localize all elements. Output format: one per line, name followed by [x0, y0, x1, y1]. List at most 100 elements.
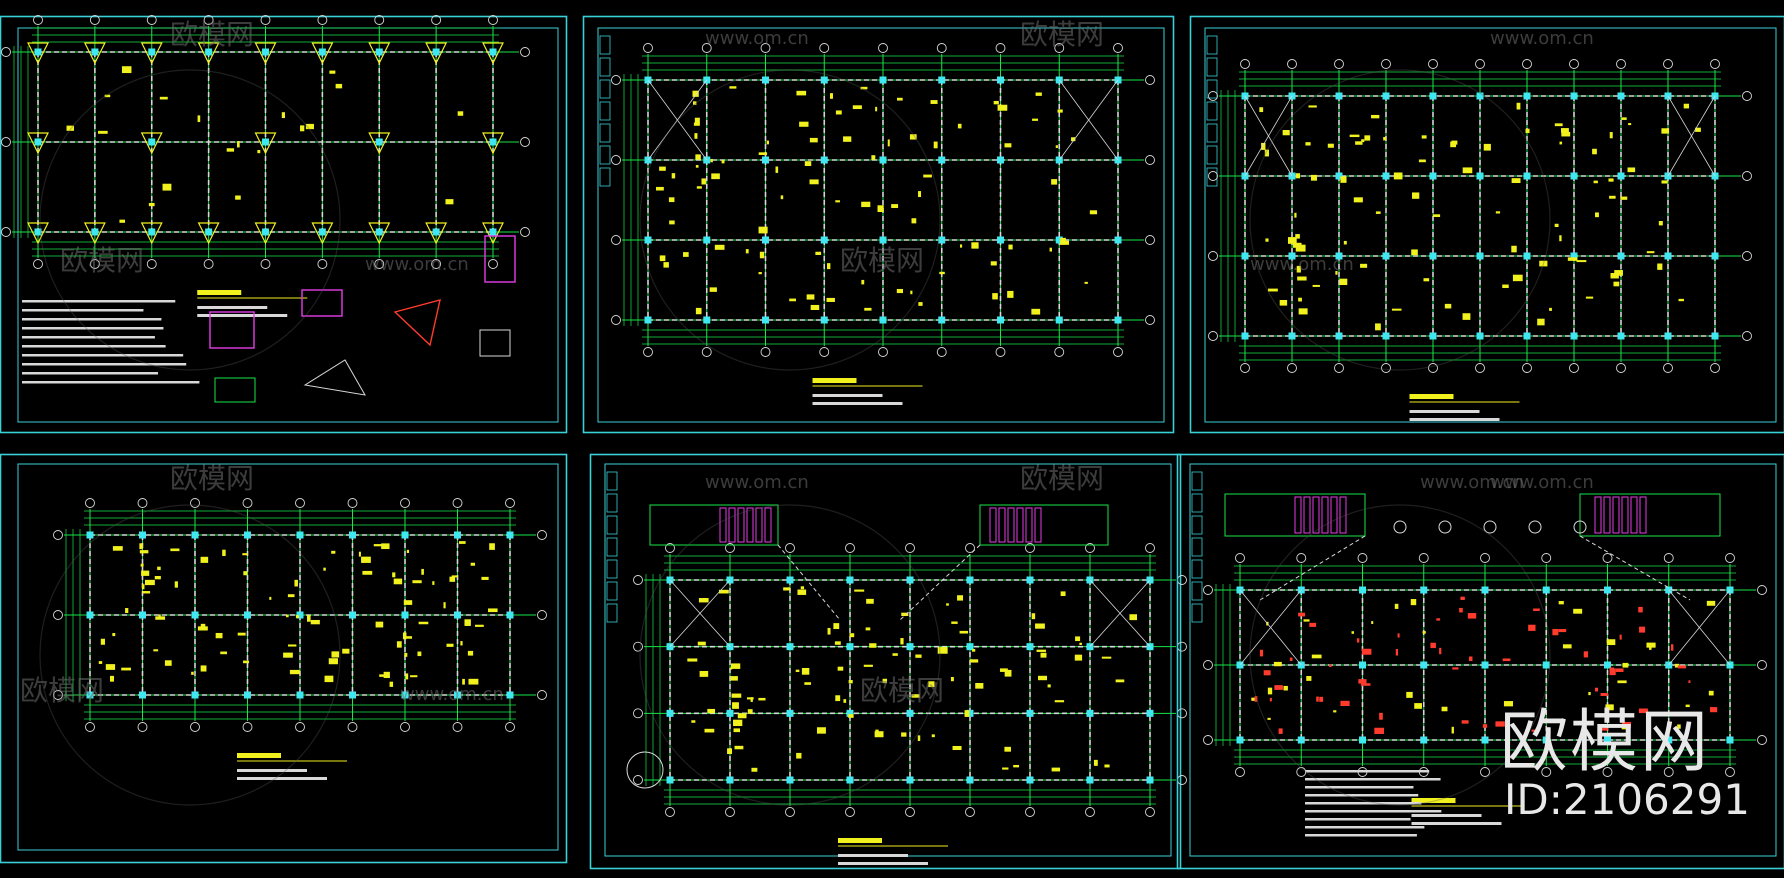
- rebar-mark: [402, 632, 407, 640]
- column: [1236, 736, 1244, 744]
- rebar-mark: [1298, 308, 1308, 315]
- rebar-mark: [687, 658, 698, 662]
- opening-cross: [1239, 589, 1302, 666]
- rebar-mark: [462, 678, 465, 685]
- rebar-mark: [1683, 103, 1690, 109]
- axis-bubble: [400, 498, 410, 508]
- axis-bubble: [1296, 553, 1307, 563]
- axis-bubble: [1085, 543, 1095, 553]
- rebar-mark: [1613, 281, 1620, 287]
- rebar-mark: [331, 651, 340, 658]
- axis-bubble: [537, 530, 547, 540]
- rebar-mark: [1615, 668, 1624, 672]
- rebar-mark: [1287, 237, 1297, 244]
- column: [1429, 172, 1437, 180]
- axis-bubble: [53, 610, 63, 620]
- rebar-mark: [191, 671, 194, 675]
- axis-bubble: [878, 347, 888, 357]
- rebar-mark: [383, 671, 390, 679]
- rebar-mark: [827, 263, 831, 270]
- rebar-mark: [900, 638, 904, 645]
- rebar-mark: [1303, 619, 1310, 622]
- watermark-url: www.om.cn: [365, 254, 469, 275]
- drawing-title: [1409, 394, 1454, 399]
- rebar-mark: [1639, 626, 1646, 633]
- rebar-mark: [286, 614, 289, 618]
- axis-bubble: [1177, 708, 1187, 719]
- rebar-mark: [917, 735, 921, 741]
- rebar-mark: [1533, 608, 1540, 611]
- column: [349, 611, 356, 619]
- rebar-mark: [281, 112, 286, 119]
- rebar-mark: [331, 550, 336, 554]
- axis-bubble: [1602, 767, 1613, 777]
- axis-bubble: [431, 15, 442, 25]
- rebar-mark: [1049, 247, 1052, 252]
- rebar-mark: [731, 693, 742, 698]
- stair-rebar: [1303, 496, 1311, 534]
- rebar-mark: [1335, 271, 1338, 275]
- rebar-mark: [854, 589, 865, 592]
- rebar-mark: [860, 86, 868, 90]
- rebar-mark: [1055, 145, 1058, 149]
- rebar-mark: [730, 676, 738, 681]
- axis-bubble: [611, 155, 621, 165]
- rebar-mark: [235, 195, 241, 200]
- column: [1542, 661, 1550, 669]
- column: [644, 316, 652, 324]
- column: [1335, 252, 1343, 260]
- rebar-mark: [1259, 649, 1264, 657]
- rebar-mark: [1013, 764, 1020, 768]
- rebar-mark: [392, 572, 396, 578]
- column: [1055, 236, 1063, 244]
- stair-rebar: [764, 507, 772, 543]
- column: [205, 48, 213, 56]
- rebar-mark: [737, 713, 747, 719]
- note-line: [22, 345, 166, 348]
- opening-cross: [1058, 79, 1119, 161]
- rebar-mark: [1695, 127, 1701, 132]
- column: [1382, 332, 1390, 340]
- rebar-mark: [432, 581, 435, 585]
- rebar-mark: [142, 591, 151, 594]
- rebar-mark: [1054, 700, 1065, 703]
- note-line: [22, 300, 176, 303]
- rebar-mark: [1391, 308, 1402, 311]
- axis-bubble: [995, 43, 1006, 53]
- rebar-mark: [1004, 143, 1012, 148]
- rebar-mark: [959, 630, 969, 634]
- axis-bubble: [295, 498, 305, 508]
- axis-bubble: [785, 543, 795, 553]
- rebar-mark: [1031, 613, 1036, 620]
- axis-bubble: [1742, 91, 1752, 101]
- rebar-mark: [747, 709, 753, 714]
- watermark-url: www.om.cn: [705, 472, 809, 493]
- rebar-mark: [1060, 240, 1070, 245]
- rebar-mark: [1560, 128, 1569, 133]
- rebar-mark: [381, 543, 390, 550]
- column: [191, 611, 199, 619]
- rebar-mark: [1394, 603, 1399, 609]
- rebar-mark: [701, 178, 706, 185]
- rebar-mark: [910, 290, 913, 295]
- column: [1476, 332, 1484, 340]
- column: [1420, 661, 1428, 669]
- rebar-mark: [1451, 726, 1454, 734]
- rebar-mark: [1115, 679, 1125, 683]
- rebar-mark: [157, 566, 161, 571]
- column: [262, 48, 269, 56]
- rebar-mark: [1460, 596, 1465, 600]
- column: [401, 691, 409, 699]
- opening-cross: [1667, 95, 1716, 177]
- binding-tick: [599, 101, 611, 121]
- column: [879, 156, 887, 164]
- rebar-mark: [1349, 134, 1360, 138]
- rebar-mark: [1549, 307, 1552, 311]
- column: [86, 611, 94, 619]
- rebar-mark: [1620, 196, 1628, 200]
- rebar-mark: [1283, 685, 1288, 691]
- rebar-mark: [310, 619, 320, 625]
- rebar-mark: [711, 173, 720, 180]
- rebar-mark: [1483, 143, 1491, 151]
- rebar-mark: [835, 695, 841, 702]
